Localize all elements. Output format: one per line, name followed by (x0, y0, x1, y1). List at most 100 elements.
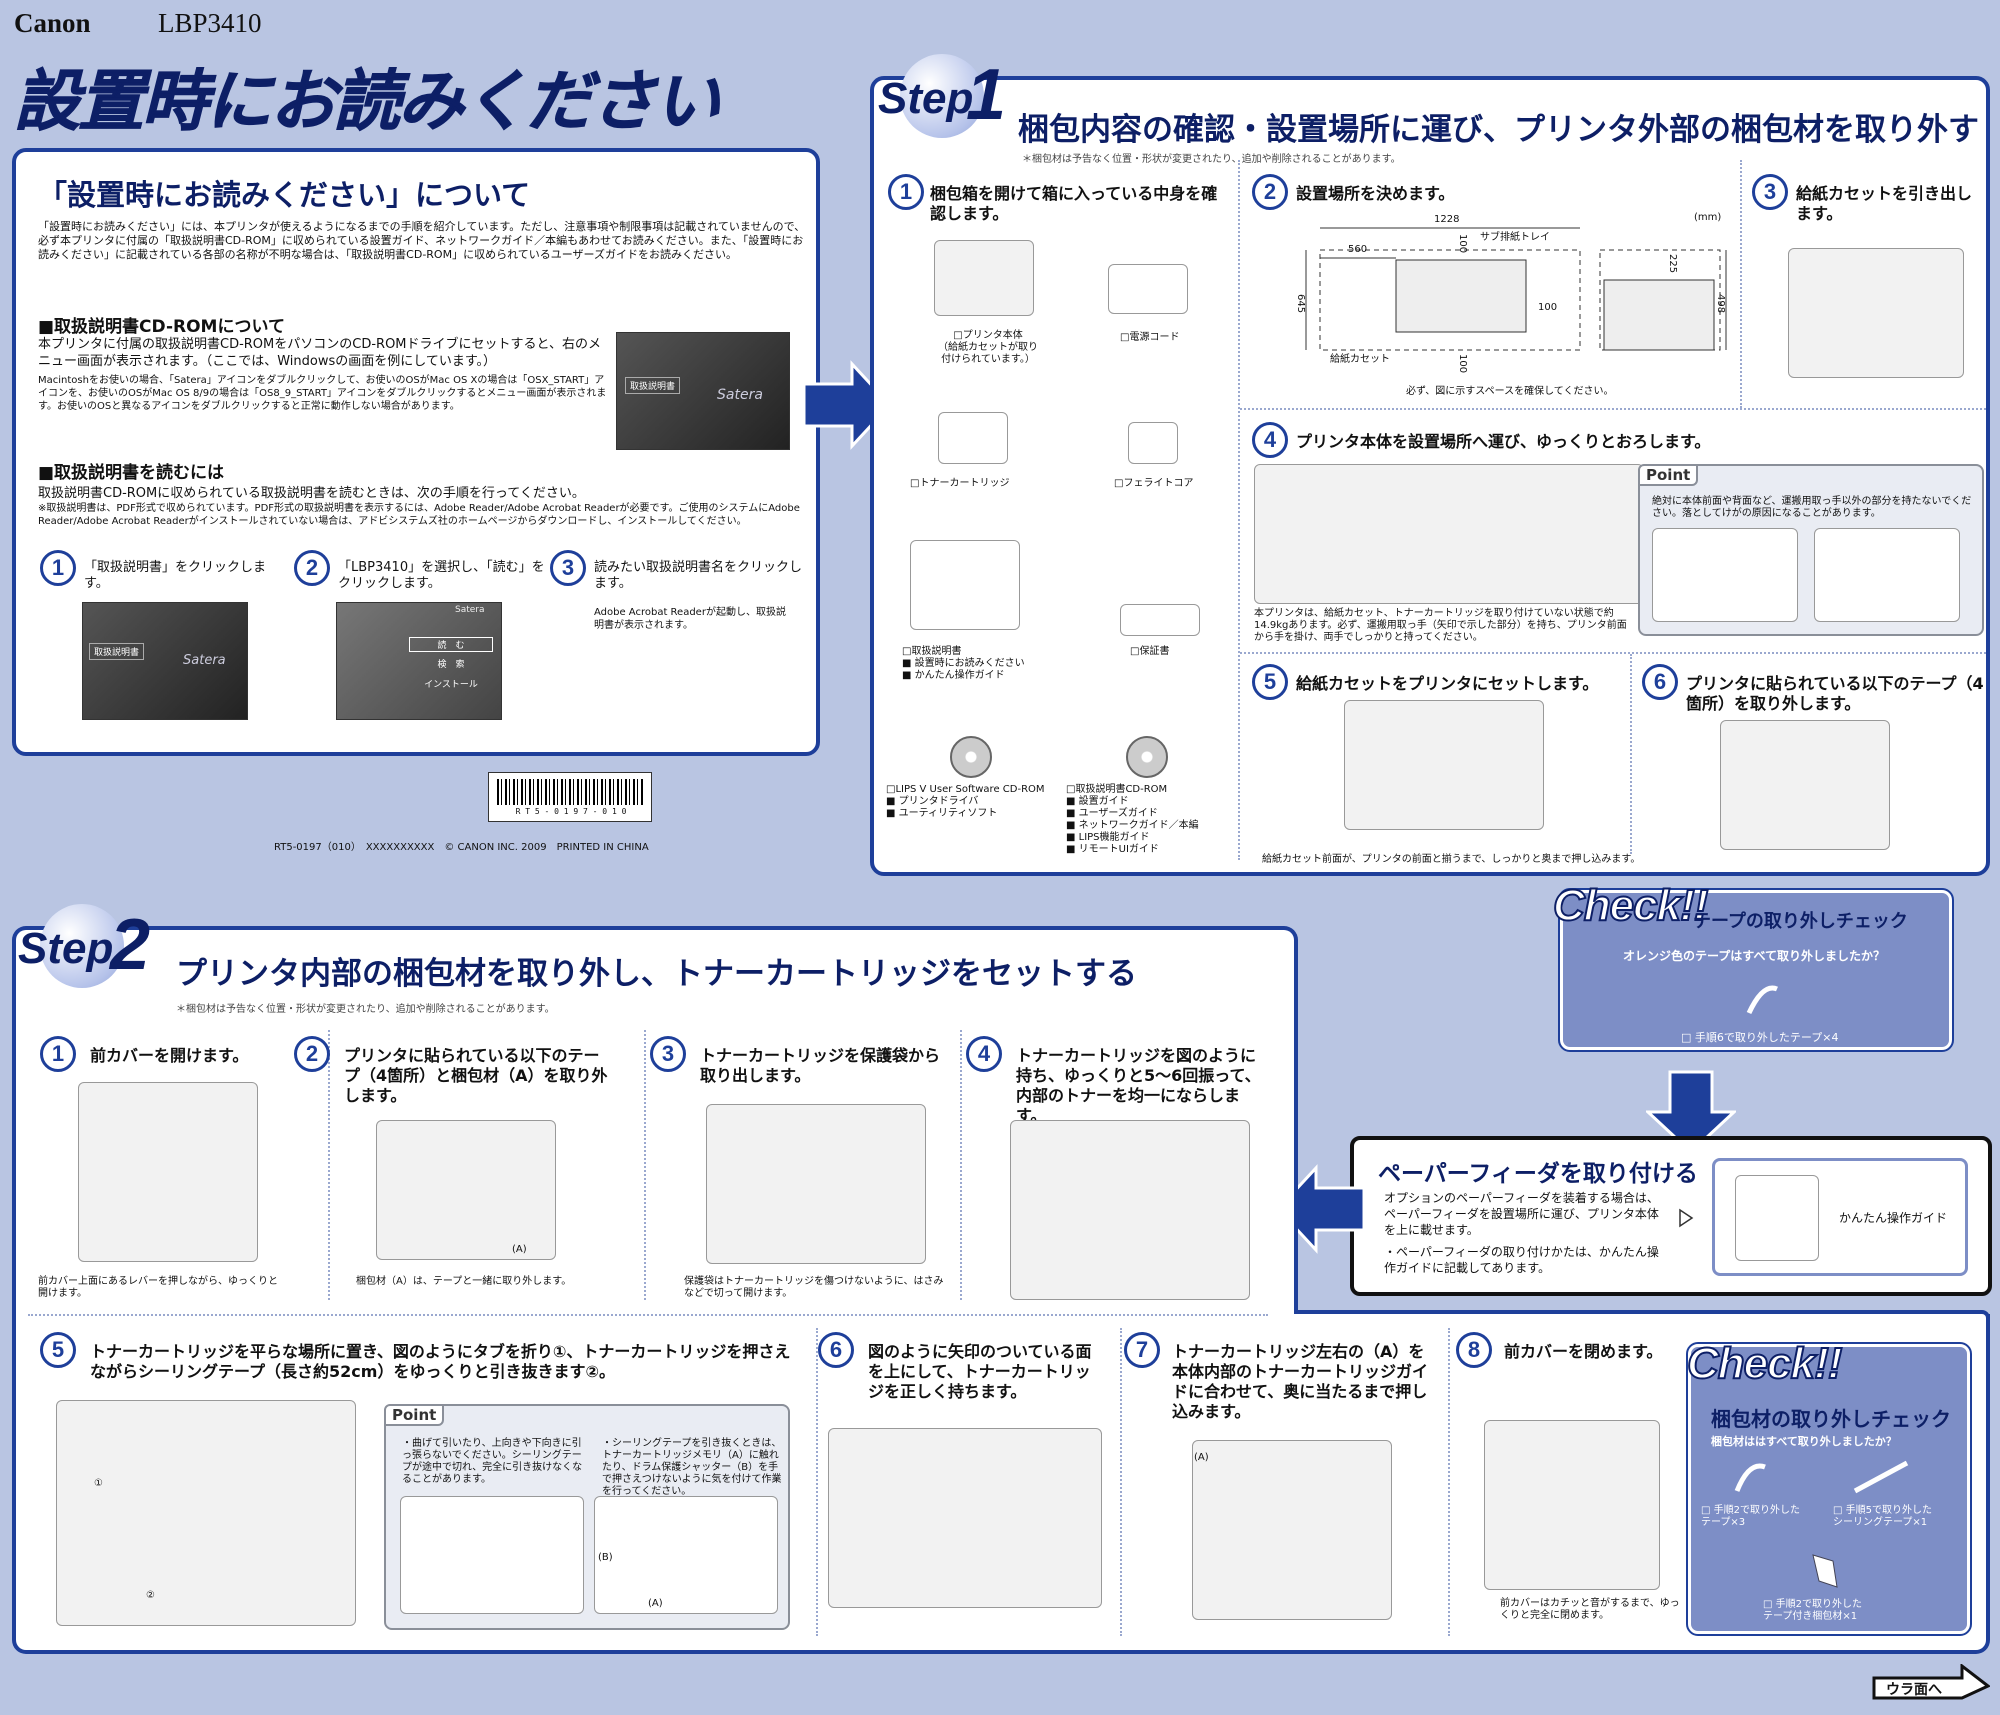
divider (1120, 1328, 1122, 1636)
check-logo: Check!! (1686, 1338, 1843, 1389)
step1-4-caption: 本プリンタは、給紙カセット、トナーカートリッジを取り付けていない状態で約14.9… (1254, 608, 1627, 643)
packing-check-item-2: □ 手順5で取り外した シーリングテープ×1 (1833, 1505, 1932, 1528)
step2-7-number: 7 (1124, 1332, 1160, 1368)
shake-toner-illustration (1010, 1120, 1250, 1300)
item-manual-cd: □取扱説明書CD-ROM ■ 設置ガイド ■ ユーザーズガイド ■ ネットワーク… (1066, 784, 1199, 855)
space-diagram: 1228 560 100 100 100 645 225 498 サブ排紙トレイ… (1294, 210, 1734, 380)
step2-2-caption: 梱包材（A）は、テープと一緒に取り外します。 (356, 1276, 572, 1287)
item-warranty: □保証書 (1130, 646, 1170, 657)
step1-1-text: 梱包箱を開けて箱に入っている中身を確認します。 (930, 184, 1218, 223)
cassette-label: 給紙カセット (1330, 354, 1390, 365)
step1-6-text: プリンタに貼られている以下のテープ（4箇所）を取り外します。 (1686, 674, 1984, 713)
item-printer: □プリンタ本体 （給紙カセットが取り 付けられています。） (938, 330, 1038, 365)
step2-1-caption: 前カバー上面にあるレバーを押しながら、ゆっくりと開けます。 (38, 1276, 278, 1299)
install-button-shot: インストール (424, 680, 478, 690)
manual-illustration (910, 540, 1020, 630)
about-step-1-text: 「取扱説明書」をクリックします。 (84, 560, 267, 591)
packing-check-box: Check!! 梱包材の取り外しチェック 梱包材ははすべて取り外しましたか？ □… (1686, 1338, 1972, 1636)
step2-7-text: トナーカートリッジ左右の（A）を本体内部のトナーカートリッジガイドに合わせて、奥… (1172, 1342, 1429, 1421)
point-text-2: ・シーリングテープを引き抜くときは、トナーカートリッジメモリ（A）に触れたり、ド… (602, 1438, 782, 1497)
step2-2-number: 2 (294, 1036, 330, 1072)
divider (1240, 408, 1986, 410)
point-tag: Point (384, 1404, 445, 1426)
step-word: Step (878, 74, 974, 123)
open-cover-illustration (78, 1082, 258, 1262)
divider (1240, 652, 1986, 654)
item-manual: □取扱説明書 ■ 設置時にお読みください ■ かんたん操作ガイド (902, 646, 1025, 681)
divider (1740, 160, 1742, 408)
step2-8-number: 8 (1456, 1332, 1492, 1368)
arrow-down-icon (1644, 1070, 1738, 1155)
step-number: 2 (110, 905, 151, 985)
power-cord-illustration (1108, 264, 1188, 314)
step1-2-text: 設置場所を決めます。 (1296, 184, 1455, 203)
tape-icon (1731, 1459, 1771, 1499)
divider (28, 1314, 1268, 1316)
dim-560: 560 (1348, 244, 1368, 255)
wrong-hold-illustration (1814, 528, 1960, 622)
cd-heading: ■取扱説明書CD-ROMについて (38, 317, 285, 337)
step1-badge: Step 1 (874, 54, 1014, 144)
feeder-box: ペーパーフィーダを取り付ける オプションのペーパーフィーダを装着する場合は、ペー… (1350, 1136, 1992, 1296)
guide-book-illustration (1735, 1175, 1819, 1261)
step2-2-text: プリンタに貼られている以下のテープ（4箇所）と梱包材（A）を取り外します。 (344, 1046, 608, 1105)
tape-removal-illustration (1720, 720, 1890, 850)
label-a: (A) (648, 1598, 663, 1609)
step-number: 1 (966, 55, 1007, 135)
step1-point-box: Point 絶対に本体前面や背面など、運搬用取っ手以外の部分を持たないでください… (1638, 464, 1984, 636)
step1-panel: 梱包内容の確認・設置場所に運び、プリンタ外部の梱包材を取り外す ＊梱包材は予告な… (870, 76, 1990, 876)
tape-icon (1743, 979, 1783, 1019)
ferrite-core-illustration (1128, 422, 1178, 464)
item-ferrite-core: □フェライトコア (1114, 478, 1194, 489)
mark-2: ② (146, 1590, 155, 1601)
step1-2-number: 2 (1252, 174, 1288, 210)
about-step-3-number: 3 (550, 550, 586, 586)
back-side-button[interactable]: ウラ面へ (1872, 1664, 1990, 1700)
sealing-tape-icon (1851, 1459, 1911, 1499)
read-button-shot: 読 む (409, 637, 493, 652)
step1-5-text: 給紙カセットをプリンタにセットします。 (1296, 674, 1599, 693)
barcode-number: R T 5 - 0 1 9 7 - 0 1 0 (515, 807, 627, 816)
page-title: 設置時にお読みください (14, 63, 721, 141)
step2-6-text: 図のように矢印のついている面を上にして、トナーカートリッジを正しく持ちます。 (868, 1342, 1092, 1401)
packing-check-item-3: □ 手順2で取り外した テープ付き梱包材×1 (1763, 1599, 1862, 1622)
about-panel: 「設置時にお読みください」について 「設置時にお読みください」には、本プリンタが… (12, 148, 820, 756)
triangle-icon (1678, 1208, 1694, 1232)
mark-1: ① (94, 1478, 103, 1489)
step2-note: ＊梱包材は予告なく位置・形状が変更されたり、追加や削除されることがあります。 (176, 1004, 555, 1015)
item-toner: □トナーカートリッジ (910, 478, 1010, 489)
point-text: 絶対に本体前面や背面など、運搬用取っ手以外の部分を持たないでください。落としてけ… (1652, 496, 1972, 519)
quick-guide-card: かんたん操作ガイド (1712, 1158, 1968, 1276)
read-text: 取扱説明書CD-ROMに収められている取扱説明書を読むときは、次の手順を行ってく… (38, 486, 585, 501)
step2-8-text: 前カバーを閉めます。 (1504, 1342, 1663, 1361)
step1-5-number: 5 (1252, 664, 1288, 700)
screen-brand: Satera (717, 387, 763, 403)
feeder-text-2: ・ペーパーフィーダの取り付けかたは、かんたん操作ガイドに記載してあります。 (1384, 1245, 1659, 1275)
tape-check-item: □ 手順6で取り外したテープ×4 (1681, 1031, 1839, 1044)
step2-title: プリンタ内部の梱包材を取り外し、トナーカートリッジをセットする (176, 956, 1137, 992)
screen-brand: Satera (455, 605, 485, 615)
pull-direction-illustration (400, 1496, 584, 1614)
step2-4-text: トナーカートリッジを図のように持ち、ゆっくりと5〜6回振って、内部のトナーを均一… (1016, 1046, 1261, 1125)
packing-check-title: 梱包材の取り外しチェック (1711, 1407, 1951, 1431)
about-step-2-text: 「LBP3410」を選択し、「読む」をクリックします。 (338, 560, 545, 591)
dim-225: 225 (1667, 254, 1678, 274)
packing-removal-illustration (376, 1120, 556, 1260)
divider (816, 1328, 818, 1636)
item-power-cord: □電源コード (1120, 332, 1180, 343)
step2-3-caption: 保護袋はトナーカートリッジを傷つけないように、はさみなどで切って開けます。 (684, 1276, 944, 1299)
about-step-1-screen: 取扱説明書 Satera (82, 602, 248, 720)
badge-circle (40, 904, 124, 988)
step2-5-number: 5 (40, 1332, 76, 1368)
step1-5-caption: 給紙カセット前面が、プリンタの前面と揃うまで、しっかりと奥まで押し込みます。 (1262, 854, 1641, 865)
dim-100-top: 100 (1457, 234, 1468, 254)
unit-mm: (mm) (1694, 212, 1722, 223)
screen-menu-label: 取扱説明書 (89, 643, 145, 660)
cd-icon (950, 736, 992, 778)
step1-2-caption: 必ず、図に示すスペースを確保してください。 (1406, 386, 1614, 397)
about-step-2-screen: Satera 読 む 検 索 インストール (336, 602, 502, 720)
step2-panel-right-edge (1298, 1310, 1990, 1318)
step1-3-number: 3 (1752, 174, 1788, 210)
cassette-pull-illustration (1788, 248, 1964, 378)
step1-1-number: 1 (888, 174, 924, 210)
